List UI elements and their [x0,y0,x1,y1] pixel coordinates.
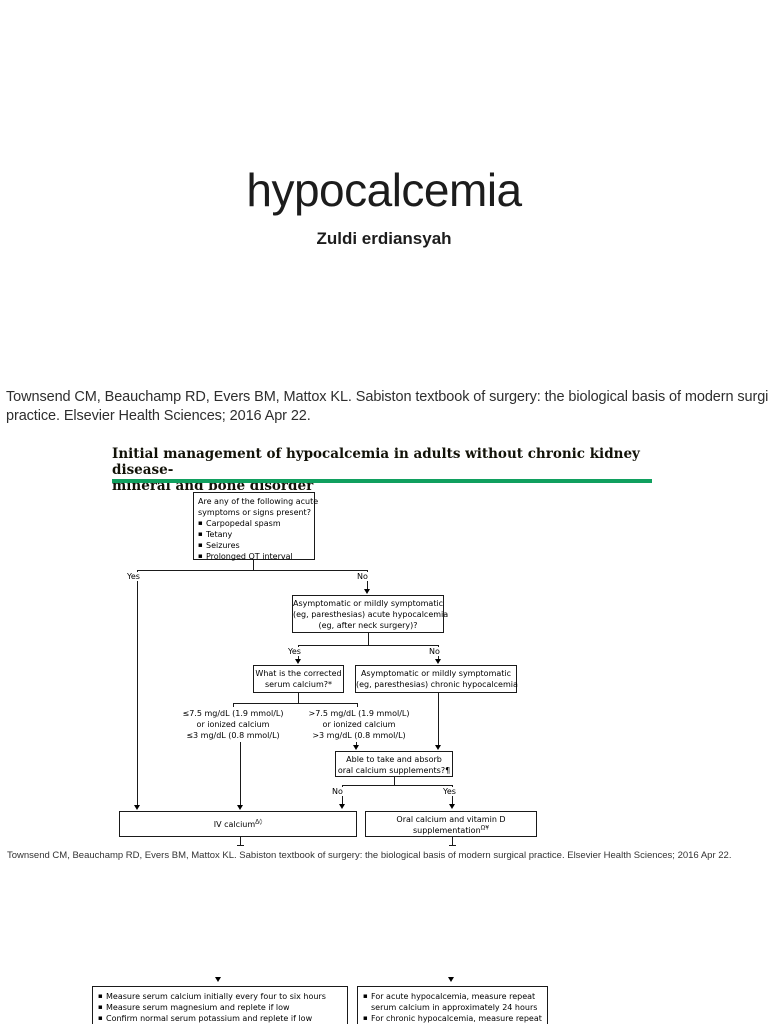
arrow-down-icon [295,659,301,664]
arrow-down-icon [353,745,359,750]
connector-line [240,837,241,845]
connector-line [356,742,357,747]
treatment-text: Oral calcium and vitamin D [396,815,506,824]
connector-line [357,703,358,707]
arrow-down-icon [435,659,441,664]
connector-line [137,570,368,571]
arrow-down-icon [435,745,441,750]
arrow-down-icon [449,804,455,809]
flow-box-iv-calcium: IV calciumΔ◊ [119,811,357,837]
symptom-item: Seizures [198,540,310,551]
instruction-item: For acute hypocalcemia, measure repeat s… [363,991,542,1013]
instruction-item: Confirm normal serum potassium and reple… [98,1013,342,1024]
connector-line [394,777,395,785]
question-text: (eg, paresthesias) chronic hypocalcemia [356,680,518,689]
value-low-calcium: ≤7.5 mg/dL (1.9 mmol/L) or ionized calci… [176,708,290,741]
branch-label-yes: Yes [441,787,458,796]
value-text: >7.5 mg/dL (1.9 mmol/L) [308,709,410,718]
question-text: Asymptomatic or mildly symptomatic [293,599,444,608]
value-text: or ionized calcium [196,720,270,729]
connector-line [298,693,299,703]
instruction-item: Measure serum magnesium and replete if l… [98,1002,342,1013]
arrow-down-icon [448,977,454,982]
citation-top-line1: Townsend CM, Beauchamp RD, Evers BM, Mat… [6,389,768,405]
connector-line [253,559,254,570]
arrow-down-icon [215,977,221,982]
question-text: oral calcium supplements?¶ [337,766,451,775]
page-title: hypocalcemia [246,164,522,216]
branch-label-yes: Yes [125,572,142,581]
connector-line [240,742,241,806]
question-text: Asymptomatic or mildly symptomatic [360,669,512,678]
arrow-down-icon [364,589,370,594]
value-text: ≤7.5 mg/dL (1.9 mmol/L) [182,709,284,718]
arrow-down-icon [339,804,345,809]
connector-line [342,785,453,786]
arrow-down-icon [134,805,140,810]
value-text: >3 mg/dL (0.8 mmol/L) [312,731,406,740]
flow-box-corrected-calcium: What is the corrected serum calcium?* [253,665,344,693]
value-text: or ionized calcium [322,720,396,729]
question-text: serum calcium?* [264,680,333,689]
flow-box-oral-supplements: Able to take and absorb oral calcium sup… [335,751,453,777]
question-text: Are any of the following acute [198,497,319,506]
citation-top: Townsend CM, Beauchamp RD, Evers BM, Mat… [6,388,768,426]
flow-box-chronic-mild: Asymptomatic or mildly symptomatic (eg, … [355,665,518,693]
treatment-text: IV calcium [213,820,256,829]
symptom-item: Carpopedal spasm [198,518,310,529]
instruction-item: Measure serum calcium initially every fo… [98,991,342,1002]
figure-title-line1: Initial management of hypocalcemia in ad… [112,446,640,478]
citation-bottom: Townsend CM, Beauchamp RD, Evers BM, Mat… [7,850,732,861]
branch-label-no: No [355,572,370,581]
value-text: ≤3 mg/dL (0.8 mmol/L) [186,731,280,740]
connector-line [298,645,439,646]
footnote-symbols: Ω¥ [480,824,490,832]
flow-box-monitoring: Measure serum calcium initially every fo… [92,986,348,1024]
figure-title: Initial management of hypocalcemia in ad… [112,446,672,494]
connector-line [368,633,369,645]
question-text: (eg, paresthesias) acute hypocalcemia [293,610,449,619]
symptom-item: Tetany [198,529,310,540]
connector-line [233,703,358,704]
question-text: (eg, after neck surgery)? [318,621,418,630]
connector-line [233,703,234,707]
flow-box-oral-calcium: Oral calcium and vitamin D supplementati… [365,811,537,837]
connector-line [449,845,456,846]
flow-box-acute-mild: Asymptomatic or mildly symptomatic (eg, … [292,595,449,633]
flow-box-repeat-measurement: For acute hypocalcemia, measure repeat s… [357,986,548,1024]
author-name: Zuldi erdiansyah [316,229,452,248]
figure-accent-rule [112,479,652,483]
branch-label-no: No [330,787,345,796]
symptom-item: Prolonged QT interval [198,551,310,562]
connector-line [438,693,439,746]
footnote-symbols: Δ◊ [255,818,263,826]
question-text: What is the corrected [255,669,342,678]
flow-box-acute-symptoms: Are any of the following acute symptoms … [193,492,319,562]
connector-line [137,570,138,806]
branch-label-no: No [427,647,442,656]
citation-top-line2: practice. Elsevier Health Sciences; 2016… [6,408,311,424]
question-text: Able to take and absorb [346,755,442,764]
arrow-down-icon [237,805,243,810]
connector-line [237,845,244,846]
instruction-item: For chronic hypocalcemia, measure repeat [363,1013,542,1024]
connector-line [452,837,453,845]
branch-label-yes: Yes [286,647,303,656]
value-high-calcium: >7.5 mg/dL (1.9 mmol/L) or ionized calci… [302,708,416,741]
question-text: symptoms or signs present? [198,508,311,517]
treatment-text: supplementationΩ¥ [412,824,490,835]
